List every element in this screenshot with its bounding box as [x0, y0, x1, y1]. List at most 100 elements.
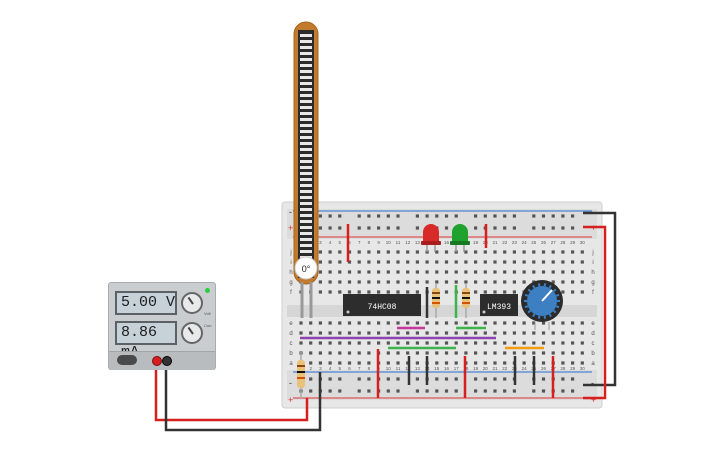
resistor-1	[432, 283, 440, 318]
row-label: g	[289, 280, 292, 286]
column-label: 12	[405, 240, 411, 245]
column-label: 19	[473, 240, 479, 245]
column-label: 21	[492, 366, 498, 371]
power-supply[interactable]: 5.00 V 8.86 mA Volt Curr	[108, 282, 216, 370]
rail-minus-label-bottom: -	[289, 378, 292, 388]
column-label: 26	[541, 366, 547, 371]
potentiometer[interactable]	[521, 280, 563, 330]
chips[interactable]: 74HC08 LM393	[343, 294, 518, 316]
column-label: 24	[522, 366, 528, 371]
column-label: 8	[368, 240, 371, 245]
row-label: b	[591, 351, 595, 357]
power-switch[interactable]	[117, 355, 137, 365]
red-led	[421, 224, 441, 252]
resistors[interactable]	[297, 283, 470, 398]
leds[interactable]	[421, 224, 470, 252]
column-label: 21	[492, 240, 498, 245]
voltage-knob[interactable]	[181, 292, 203, 314]
column-label: 4	[329, 366, 332, 371]
column-label: 11	[396, 240, 401, 245]
column-label: 2	[309, 366, 312, 371]
column-label: 22	[502, 240, 508, 245]
column-label: 10	[386, 240, 392, 245]
column-label: 13	[415, 240, 421, 245]
rail-plus-label-top: +	[288, 223, 293, 233]
column-label: 4	[329, 240, 332, 245]
row-label: a	[591, 361, 595, 367]
column-label: 17	[454, 366, 460, 371]
column-label: 13	[415, 366, 421, 371]
column-label: 6	[348, 240, 351, 245]
row-label: b	[289, 351, 293, 357]
wire-red-right-rails	[583, 225, 607, 400]
row-label: f	[592, 290, 594, 296]
column-label: 6	[348, 366, 351, 371]
rail-minus-label-bottom-right: -	[591, 378, 594, 388]
column-label: 29	[570, 240, 576, 245]
row-label: d	[591, 331, 594, 337]
column-label: 11	[396, 366, 401, 371]
voltage-knob-label: Volt	[204, 311, 211, 316]
row-label: j	[289, 250, 291, 256]
pot-indicator-icon	[541, 289, 553, 302]
row-label: h	[289, 270, 292, 276]
chip-lm393-label: LM393	[487, 303, 511, 312]
voltage-display: 5.00 V	[115, 291, 177, 315]
column-label: 23	[512, 240, 518, 245]
chip-74hc08: 74HC08	[343, 294, 421, 316]
row-label: i	[290, 260, 291, 266]
column-label: 28	[560, 240, 566, 245]
row-label: j	[591, 250, 593, 256]
current-knob[interactable]	[181, 322, 203, 344]
column-label: 30	[580, 366, 586, 371]
negative-terminal[interactable]	[162, 356, 172, 366]
column-label: 9	[377, 240, 380, 245]
green-led	[450, 224, 470, 252]
current-knob-label: Curr	[204, 323, 212, 328]
column-label: 7	[358, 366, 361, 371]
column-label: 10	[386, 366, 392, 371]
column-label: 8	[368, 366, 371, 371]
column-label: 16	[444, 366, 450, 371]
column-label: 5	[339, 240, 342, 245]
breadboard[interactable]: 1122334455667788991010111112121313141415…	[281, 201, 603, 409]
column-label: 7	[358, 240, 361, 245]
row-label: c	[592, 341, 595, 347]
row-label: e	[289, 321, 293, 327]
row-label: i	[592, 260, 593, 266]
column-label: 29	[570, 366, 576, 371]
column-label: 3	[319, 366, 322, 371]
jumper-wires[interactable]	[300, 224, 555, 398]
row-label: a	[289, 361, 293, 367]
column-label: 30	[580, 240, 586, 245]
column-label: 16	[444, 240, 450, 245]
external-wires[interactable]	[154, 211, 617, 432]
wire-red-supply-to-rail	[154, 360, 309, 422]
row-label: e	[591, 321, 595, 327]
row-label: h	[591, 270, 594, 276]
flex-readout-badge	[294, 256, 318, 280]
column-label: 19	[473, 366, 479, 371]
column-label: 15	[434, 366, 440, 371]
column-label: 28	[560, 366, 566, 371]
rail-plus-label-bottom-right: +	[591, 395, 596, 405]
current-display: 8.86 mA	[115, 321, 177, 361]
wire-black-supply-to-rail	[164, 360, 322, 432]
positive-terminal[interactable]	[152, 356, 162, 366]
power-on-indicator	[205, 288, 210, 293]
column-label: 5	[339, 366, 342, 371]
resistor-3	[297, 352, 305, 398]
column-label: 3	[319, 240, 322, 245]
column-label: 24	[522, 240, 528, 245]
column-label: 20	[483, 366, 489, 371]
rail-minus-label-top: -	[289, 207, 292, 217]
flex-sensor[interactable]: 0°	[293, 21, 319, 318]
column-label: 26	[541, 240, 547, 245]
column-label: 25	[531, 240, 537, 245]
row-label: d	[289, 331, 292, 337]
chip-lm393: LM393	[480, 294, 518, 316]
row-label: g	[591, 280, 594, 286]
resistor-2	[462, 283, 470, 318]
